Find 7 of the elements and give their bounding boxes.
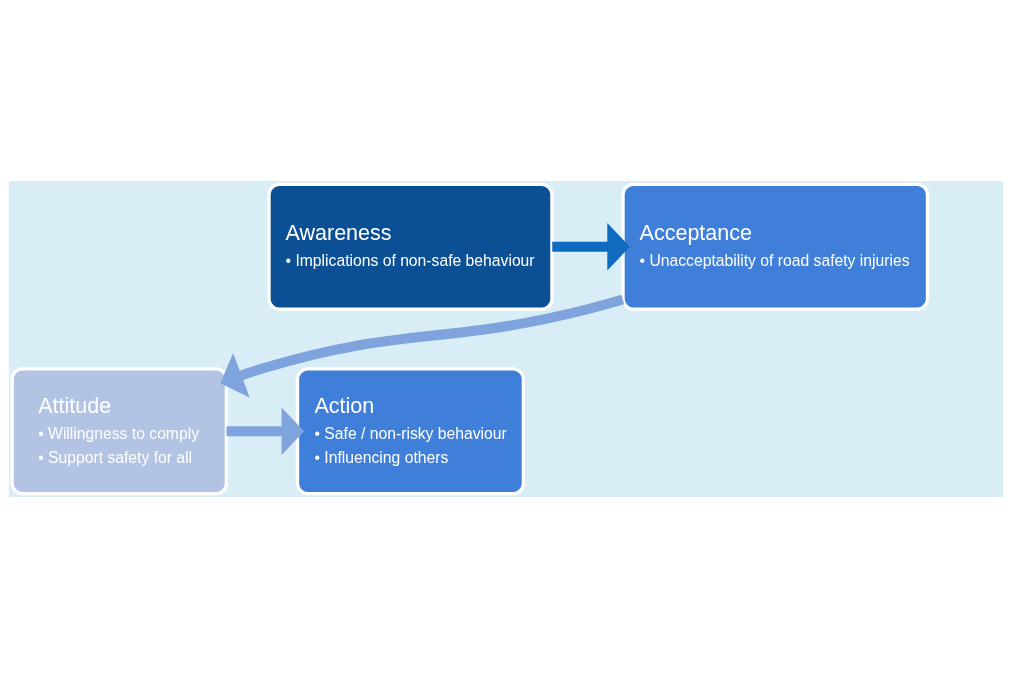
node-box: Action • Safe / non-risky behaviour • Influencing others	[295, 367, 526, 496]
arrow	[226, 407, 305, 455]
arrow	[220, 294, 625, 398]
node-box: Acceptance • Unacceptability of road safety injuries	[621, 182, 930, 311]
node-box: Awareness • Implications of non-safe behaviour	[267, 182, 554, 311]
arrow	[552, 223, 630, 271]
node-box: Attitude • Willingness to comply • Support safety for all	[10, 367, 229, 496]
